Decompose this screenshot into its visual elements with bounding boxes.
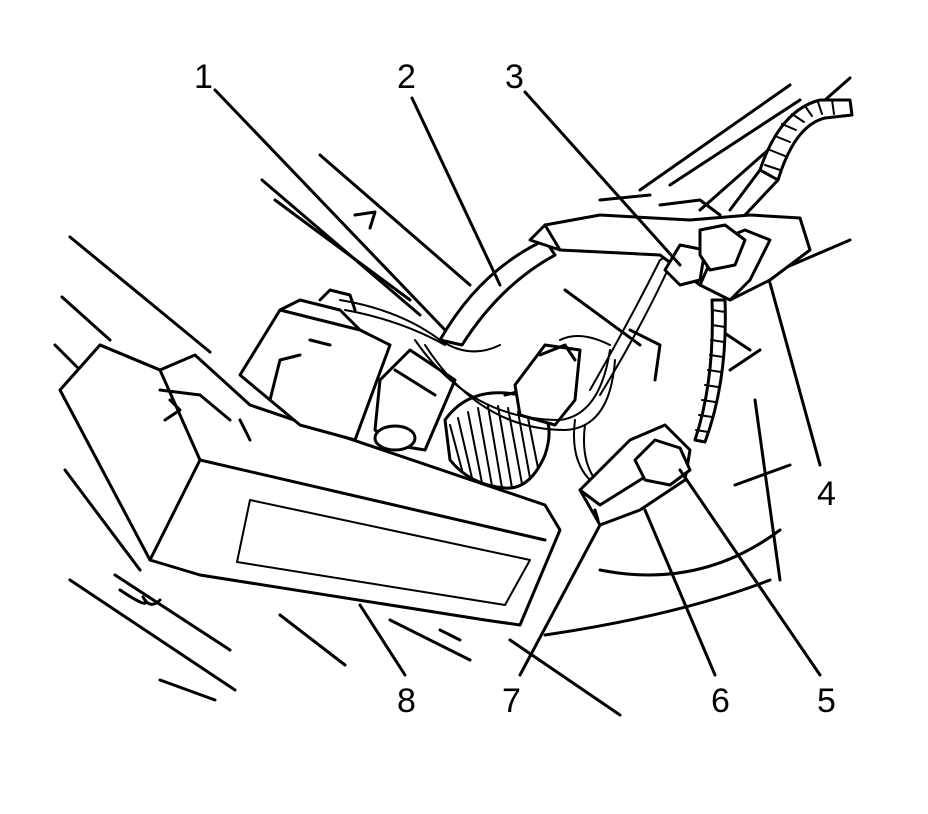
lower-connector xyxy=(578,423,692,527)
leader-8 xyxy=(358,603,407,677)
callout-labels: 1 2 3 4 5 6 7 8 xyxy=(194,58,836,720)
module-housing xyxy=(58,343,562,627)
corrugated-conduit xyxy=(693,98,854,444)
background-structure xyxy=(53,76,852,717)
callout-5: 5 xyxy=(817,682,836,720)
leader-7 xyxy=(518,523,602,677)
callout-3: 3 xyxy=(505,58,524,96)
leader-3 xyxy=(523,90,682,267)
leader-5 xyxy=(678,468,822,677)
upper-bracket xyxy=(528,198,812,302)
callout-7: 7 xyxy=(502,682,521,720)
socket-connector xyxy=(513,343,582,427)
callout-6: 6 xyxy=(711,682,730,720)
leader-6 xyxy=(643,508,717,677)
leader-1 xyxy=(213,88,447,332)
cable-band xyxy=(438,238,557,347)
top-connector xyxy=(663,223,747,287)
front-plug xyxy=(373,348,457,452)
callout-1: 1 xyxy=(194,58,213,96)
leader-2 xyxy=(410,96,502,287)
leader-lines xyxy=(213,88,822,677)
callout-4: 4 xyxy=(817,475,836,513)
leader-4 xyxy=(768,281,822,467)
callout-8: 8 xyxy=(397,682,416,720)
callout-2: 2 xyxy=(397,58,416,96)
